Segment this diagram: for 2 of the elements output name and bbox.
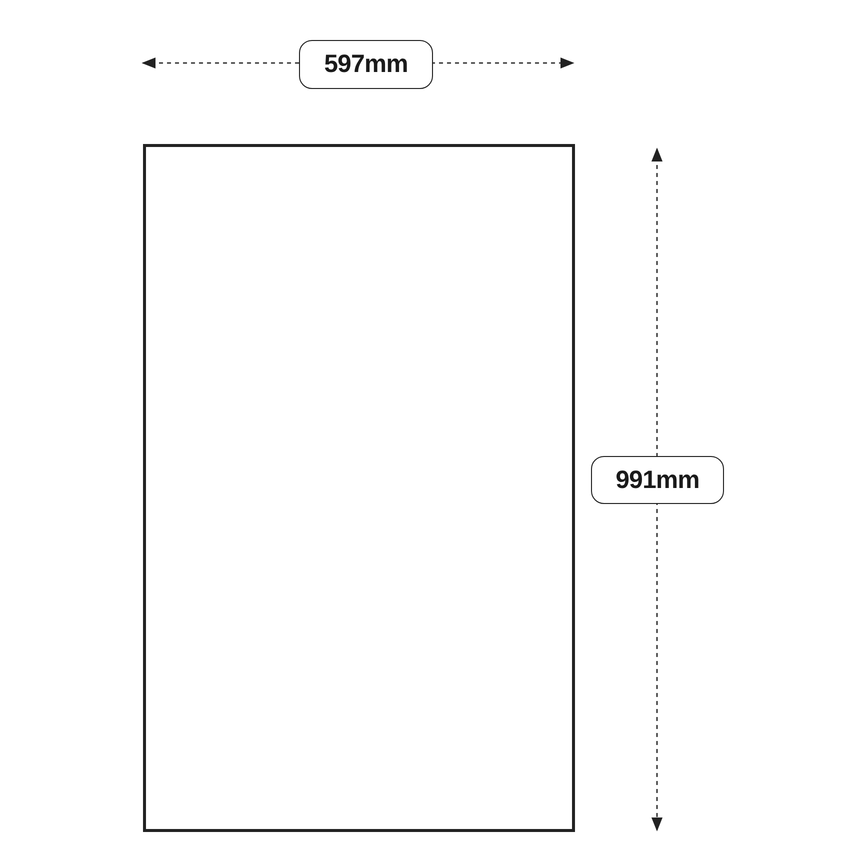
dimension-label: 991mm — [591, 456, 724, 504]
dimension-label: 597mm — [299, 40, 433, 89]
